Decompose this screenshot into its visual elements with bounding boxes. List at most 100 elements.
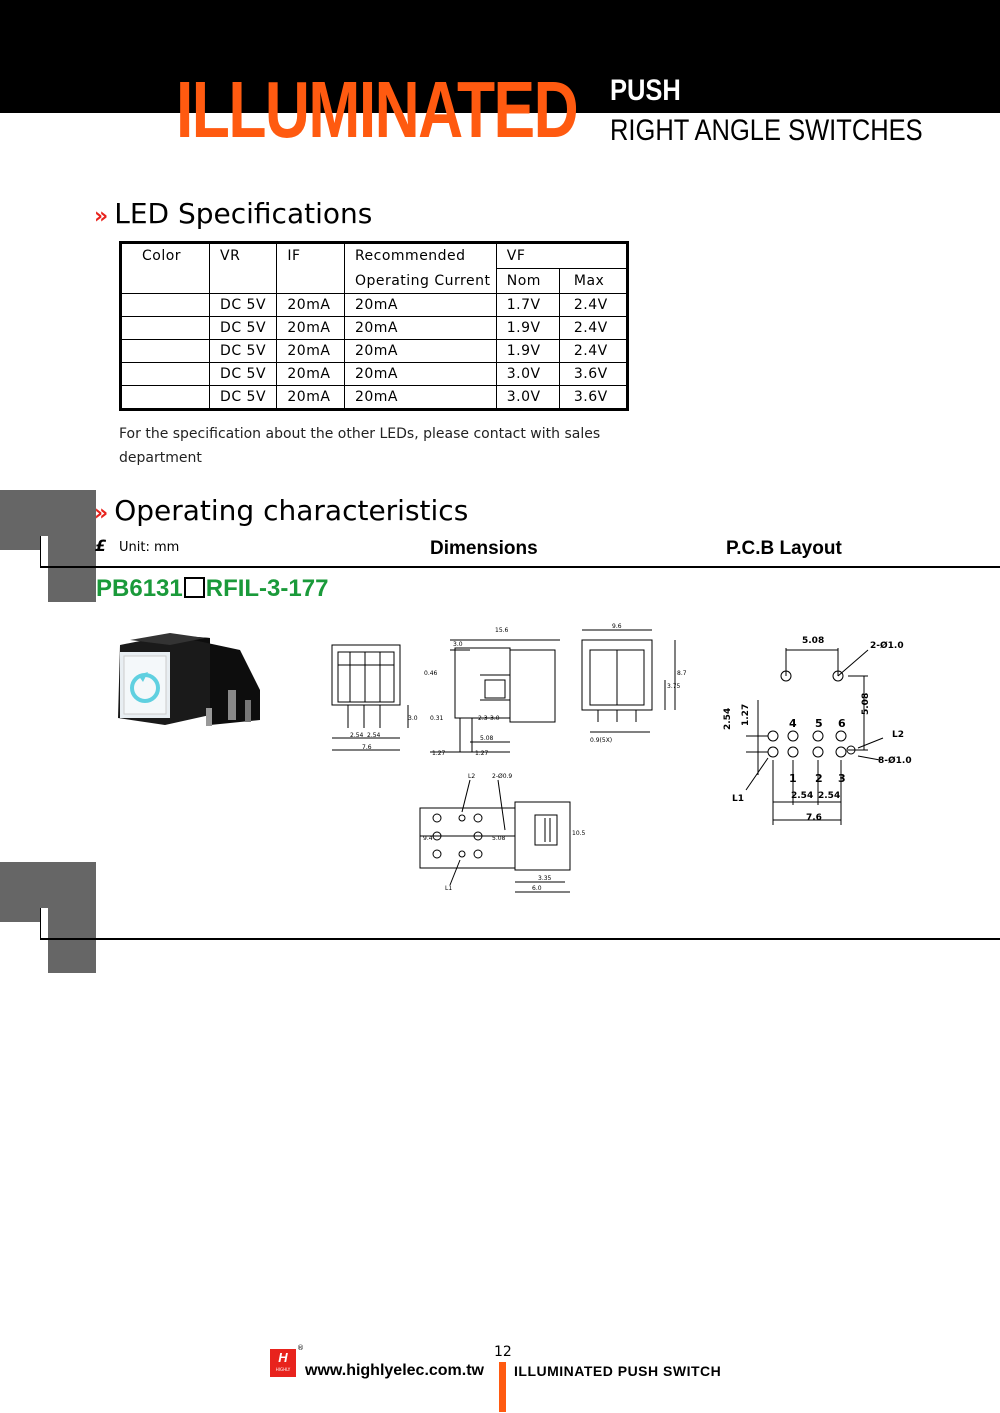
horizontal-rule xyxy=(40,566,1000,568)
cell-nom: 1.7V xyxy=(495,293,560,317)
cell-vr: DC 5V xyxy=(209,293,278,317)
dim-label: 2.54 xyxy=(367,732,381,739)
dimension-drawings: 15.6 9.6 3.0 0.46 8.7 3.75 0.31 2.3 3.0 … xyxy=(331,623,687,893)
dimensions-label: Dimensions xyxy=(430,538,538,559)
dim-label: 0.9(5X) xyxy=(590,737,612,744)
dim-label: 15.6 xyxy=(495,627,509,634)
dim-label: L2 xyxy=(468,773,475,780)
col-if: IF xyxy=(276,242,345,294)
table-row: DC 5V 20mA 20mA 3.0V 3.6V xyxy=(119,362,629,386)
cell-max: 2.4V xyxy=(558,293,629,317)
cell-rec: 20mA xyxy=(343,362,497,386)
led-note-line2: department xyxy=(119,450,202,466)
cell-color xyxy=(119,316,211,340)
led-spec-table: Color VR IF Recommended VF Operating Cur… xyxy=(119,241,629,411)
cell-rec: 20mA xyxy=(343,385,497,410)
dim-label: 10.5 xyxy=(572,830,586,837)
pcb-label: 2-Ø1.0 xyxy=(870,640,904,651)
gray-tab-top-2 xyxy=(0,862,96,908)
col-operating-current: Operating Current xyxy=(343,268,497,294)
dim-label: 3.0 xyxy=(490,715,500,722)
cell-rec: 20mA xyxy=(343,293,497,317)
cell-if: 20mA xyxy=(276,293,345,317)
pcb-label: 5.08 xyxy=(861,693,871,715)
dim-label: 6.0 xyxy=(532,885,542,892)
logo-mark: H xyxy=(278,1350,288,1365)
cell-if: 20mA xyxy=(276,339,345,363)
header-push: PUSH xyxy=(610,74,681,107)
pcb-label: 1.27 xyxy=(741,704,751,726)
pcb-label: 8-Ø1.0 xyxy=(878,755,912,766)
op-section-title-text: Operating characteristics xyxy=(114,494,469,527)
pcb-label: 4 xyxy=(789,717,797,730)
op-section-title: »Operating characteristics xyxy=(94,494,468,527)
cell-nom: 3.0V xyxy=(495,362,560,386)
dim-label: 0.31 xyxy=(430,715,444,722)
col-max: Max xyxy=(558,268,629,294)
dim-label: L1 xyxy=(445,885,452,892)
cell-nom: 3.0V xyxy=(495,385,560,410)
unit-label: Unit: mm xyxy=(119,540,180,555)
led-note: For the specification about the other LE… xyxy=(119,422,631,470)
table-header-row: Color VR IF Recommended VF xyxy=(119,242,629,294)
pcb-label: 2.54 xyxy=(818,791,840,801)
dim-label: 3.0 xyxy=(408,715,418,722)
pcb-label: 2.54 xyxy=(723,708,733,730)
pcb-layout-drawing: 5.08 2-Ø1.0 5.08 2.54 1.27 4 5 6 1 2 3 L… xyxy=(723,636,912,825)
gray-tab-slant-2 xyxy=(0,908,40,922)
cell-if: 20mA xyxy=(276,385,345,410)
table-row: DC 5V 20mA 20mA 1.9V 2.4V xyxy=(119,339,629,363)
pcb-label: 5 xyxy=(815,717,823,730)
dim-label: 2.3 xyxy=(478,715,488,722)
cell-vr: DC 5V xyxy=(209,362,278,386)
pcb-label: 2.54 xyxy=(791,791,813,801)
registered-icon: ® xyxy=(297,1344,304,1352)
page-number: 12 xyxy=(494,1344,512,1360)
bullet-icon: » xyxy=(94,501,109,526)
pcb-label: 5.08 xyxy=(802,636,824,646)
dim-label: 9.6 xyxy=(612,623,622,630)
cell-color xyxy=(119,362,211,386)
dim-label: 3.75 xyxy=(667,683,681,690)
gray-tab-bottom-2 xyxy=(48,908,96,973)
dim-label: 9.4 xyxy=(423,835,433,842)
dim-label: 2-Ø0.9 xyxy=(492,773,512,780)
brand-logo: H HIGHLY xyxy=(270,1349,296,1377)
gray-tab-bottom xyxy=(48,536,96,602)
horizontal-rule-2 xyxy=(40,938,1000,940)
header-subtitle: RIGHT ANGLE SWITCHES xyxy=(610,114,923,147)
cell-color xyxy=(119,385,211,410)
pcb-label: 7.6 xyxy=(806,813,822,823)
vertical-rule-2 xyxy=(40,908,41,938)
cell-if: 20mA xyxy=(276,316,345,340)
dim-label: 1.27 xyxy=(475,750,489,757)
table-row: DC 5V 20mA 20mA 1.9V 2.4V xyxy=(119,316,629,340)
logo-text: HIGHLY xyxy=(275,1367,291,1372)
pcb-label: 2 xyxy=(815,772,823,785)
dim-label: 5.08 xyxy=(480,735,494,742)
unit-icon: £ xyxy=(95,536,107,555)
cell-if: 20mA xyxy=(276,362,345,386)
cell-max: 3.6V xyxy=(558,362,629,386)
bullet-icon: » xyxy=(94,204,109,229)
cell-rec: 20mA xyxy=(343,339,497,363)
table-row: DC 5V 20mA 20mA 1.7V 2.4V xyxy=(119,293,629,317)
pcb-label: 3 xyxy=(838,772,846,785)
table-header-row-2: Operating Current Nom Max xyxy=(121,268,629,294)
dim-label: 2.54 xyxy=(350,732,364,739)
header-title: ILLUMINATED xyxy=(176,65,579,154)
cell-vr: DC 5V xyxy=(209,339,278,363)
table-row: DC 5V 20mA 20mA 3.0V 3.6V xyxy=(119,385,629,410)
cell-rec: 20mA xyxy=(343,316,497,340)
cell-nom: 1.9V xyxy=(495,339,560,363)
footer-url[interactable]: www.highlyelec.com.tw xyxy=(305,1362,484,1379)
dim-label: 1.27 xyxy=(432,750,446,757)
col-vf: VF xyxy=(495,242,629,269)
pcb-label: 1 xyxy=(789,772,797,785)
checkbox-icon xyxy=(183,577,205,598)
cell-max: 3.6V xyxy=(558,385,629,410)
part-prefix: PB6131 xyxy=(96,575,183,602)
col-nom: Nom xyxy=(495,268,560,294)
cell-nom: 1.9V xyxy=(495,316,560,340)
vertical-rule xyxy=(40,536,41,566)
